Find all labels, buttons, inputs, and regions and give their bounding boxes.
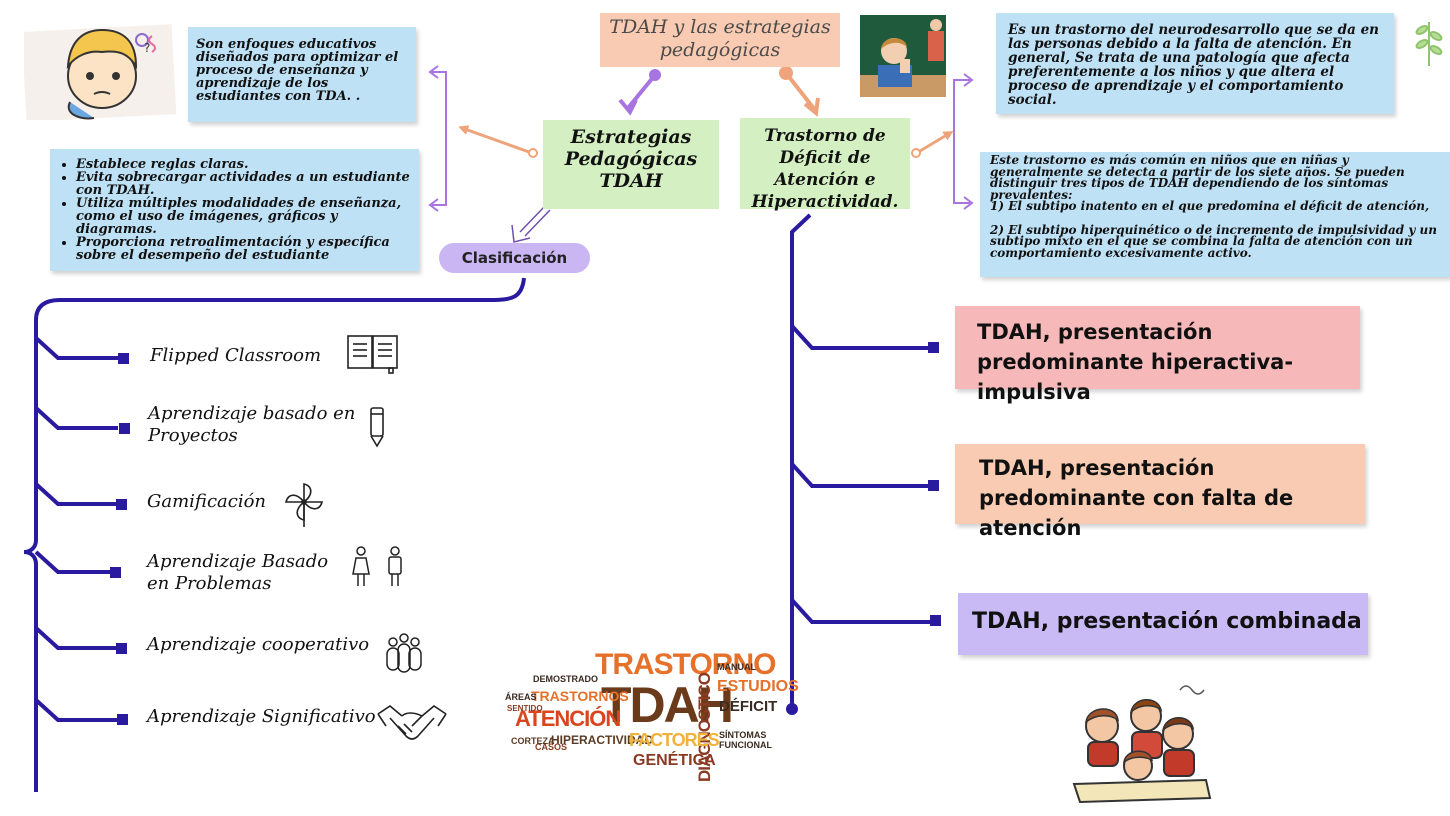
tip-item: Utiliza múltiples modalidades de enseñan… — [76, 197, 413, 236]
type-falta-atencion: TDAH, presentación predominante con falt… — [955, 444, 1365, 540]
svg-text:?: ? — [144, 41, 150, 55]
type-combinada: TDAH, presentación combinada — [958, 593, 1368, 655]
strategy-problemas: Aprendizaje Basado en Problemas — [147, 551, 329, 594]
diagram-title: TDAH y las estrategias pedagógicas — [600, 13, 840, 67]
kids-cartoon-illustration — [1072, 685, 1212, 804]
leaf-decoration-icon — [1415, 22, 1443, 66]
note-definition-tdah: Es un trastorno del neurodesarrollo que … — [996, 13, 1394, 114]
tips-list: Establece reglas claras. Evita sobrecarg… — [54, 158, 413, 262]
wordcloud-word: ESTUDIOS — [717, 678, 799, 695]
classification-pill: Clasificación — [439, 243, 590, 273]
book-icon — [347, 335, 398, 374]
pinwheel-icon — [284, 482, 324, 527]
strategy-significativo: Aprendizaje Significativo — [147, 706, 376, 727]
subtype-1: 1) El subtipo inatento en el que predomi… — [990, 199, 1430, 213]
classroom-photo — [860, 15, 946, 97]
wordcloud-word: CORTEZA — [511, 736, 555, 746]
node-estrategias: Estrategias Pedagógicas TDAH — [543, 120, 719, 209]
strategy-flipped-classroom: Flipped Classroom — [150, 345, 322, 366]
subtype-2: 2) El subtipo hiperquinético o de increm… — [990, 222, 1437, 260]
wordcloud-word: CASOS — [535, 742, 568, 752]
note-definition-strategies: Son enfoques educativos diseñados para o… — [188, 27, 416, 122]
wordcloud-word: HIPERACTIVIDAD — [551, 733, 654, 747]
wordcloud-word: DEMOSTRADO — [533, 674, 598, 684]
classification-arrow — [511, 205, 551, 243]
tip-item: Establece reglas claras. — [76, 158, 413, 171]
title-arrows — [618, 66, 820, 117]
right-note-arrows — [911, 73, 974, 210]
type-tree — [790, 213, 932, 708]
type-markers — [786, 342, 941, 715]
wordcloud-word: GENÉTICA — [633, 752, 716, 769]
wordcloud-word: MANUAL — [717, 662, 756, 672]
wordcloud-word: TDAH — [601, 677, 734, 733]
tip-item: Evita sobrecargar actividades a un estud… — [76, 171, 413, 197]
wordcloud-word: DÉFICIT — [719, 698, 778, 715]
wordcloud-word: FACTORES — [629, 730, 720, 750]
wordcloud-word: SENTIDO — [507, 704, 543, 713]
wordcloud-word: ATENCIÓN — [515, 706, 621, 731]
strategy-tree — [23, 277, 526, 792]
word-cloud-illustration: TRASTORNO TDAH ATENCIÓN DIAGNOSTICO ESTU… — [503, 648, 799, 796]
handshake-icon — [377, 705, 447, 740]
group-icon — [386, 633, 422, 673]
strategy-markers — [110, 353, 130, 725]
confused-child-illustration: ? — [24, 24, 176, 120]
wordcloud-word: FUNCIONAL — [719, 740, 772, 750]
note-tips: Establece reglas claras. Evita sobrecarg… — [50, 149, 419, 271]
strategy-cooperativo: Aprendizaje cooperativo — [147, 634, 370, 655]
wordcloud-word: TRASTORNO — [595, 648, 776, 681]
node-trastorno: Trastorno de Déficit de Atención e Hiper… — [740, 118, 910, 212]
wordcloud-word: SÍNTOMAS — [719, 730, 767, 740]
people-icon — [352, 546, 402, 586]
wordcloud-word: TRASTORNOS — [531, 688, 629, 704]
note-subtypes: Este trastorno es más común en niños que… — [980, 152, 1450, 277]
left-note-arrows — [428, 65, 538, 212]
tip-item: Proporciona retroalimentación y específi… — [76, 236, 413, 262]
wordcloud-word: ÁREAS — [505, 692, 537, 702]
subtypes-intro: Este trastorno es más común en niños que… — [990, 153, 1405, 202]
strategy-gamificacion: Gamificación — [147, 491, 267, 512]
type-hiperactiva: TDAH, presentación predominante hiperact… — [955, 306, 1360, 404]
strategy-proyectos: Aprendizaje basado en Proyectos — [148, 403, 356, 446]
pencil-icon — [370, 407, 384, 448]
